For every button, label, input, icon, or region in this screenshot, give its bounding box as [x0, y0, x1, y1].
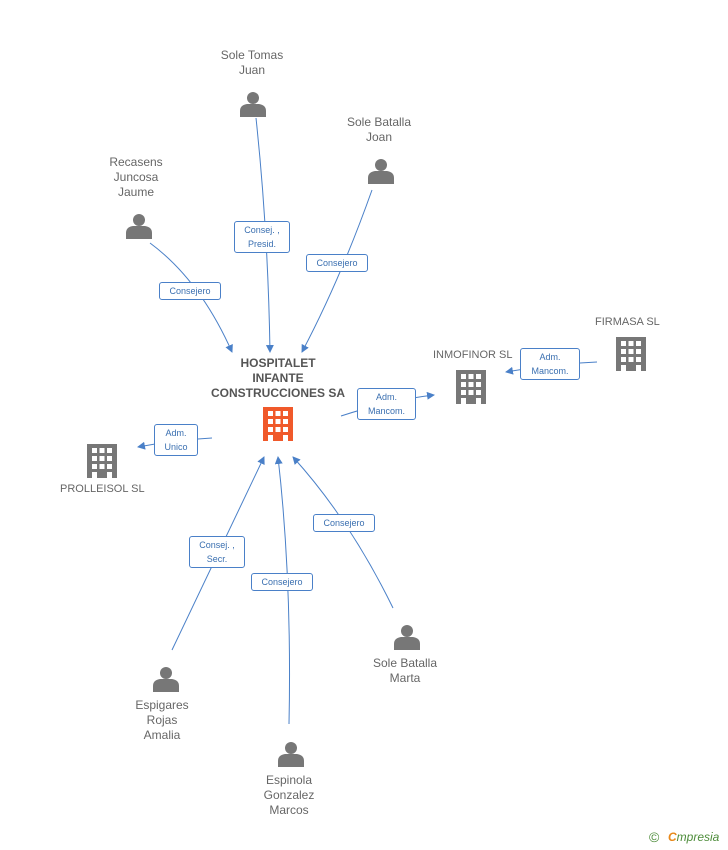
edge-label-line: Consejero: [323, 518, 365, 528]
edge-label-line: Consejero: [169, 286, 211, 296]
edge-label-adm-mancom-firmasa: Adm. Mancom.: [520, 348, 580, 380]
company-name-firmasa[interactable]: FIRMASA SL: [595, 316, 660, 328]
center-name-line: CONSTRUCCIONES SA: [210, 386, 345, 400]
building-icon-inmofinor[interactable]: [456, 370, 486, 404]
person-name-line: Amalia: [143, 728, 181, 742]
edge-label-line: Adm.: [375, 392, 397, 402]
edge-label-adm-mancom-inmofinor: Adm. Mancom.: [357, 388, 416, 420]
person-name-sole-batalla-joan[interactable]: Sole Batalla Joan: [309, 115, 449, 145]
building-icon-prolleisol[interactable]: [87, 444, 117, 478]
person-name-recasens-juncosa-jaume[interactable]: Recasens Juncosa Jaume: [66, 155, 206, 200]
person-name-sole-batalla-marta[interactable]: Sole Batalla Marta: [335, 656, 475, 686]
person-name-line: Rojas: [146, 713, 178, 727]
edge-label-line: Consej. ,: [244, 225, 280, 235]
edge-label-consej-presid: Consej. , Presid.: [234, 221, 290, 253]
edge-label-consejero-marcos: Consejero: [251, 573, 313, 591]
center-name-line: HOSPITALET: [240, 356, 316, 370]
building-icon-center[interactable]: [263, 407, 293, 441]
company-name-inmofinor[interactable]: INMOFINOR SL: [433, 349, 513, 361]
person-name-line: Espigares: [135, 698, 189, 712]
person-icon-sole-batalla-marta[interactable]: [394, 625, 420, 650]
person-name-line: Marcos: [269, 803, 309, 817]
person-name-line: Gonzalez: [263, 788, 315, 802]
brand-rest: mpresia: [676, 830, 720, 844]
edge-label-adm-unico: Adm. Unico: [154, 424, 198, 456]
person-icon-espigares-rojas-amalia[interactable]: [153, 667, 179, 692]
person-name-espigares-rojas-amalia[interactable]: Espigares Rojas Amalia: [92, 698, 232, 743]
edge-label-line: Presid.: [247, 239, 276, 249]
center-name-line: INFANTE: [252, 371, 304, 385]
edge-label-consejero-marta: Consejero: [313, 514, 375, 532]
edge-label-line: Consejero: [261, 577, 303, 587]
person-name-sole-tomas-juan[interactable]: Sole Tomas Juan: [182, 48, 322, 78]
building-icon-firmasa[interactable]: [616, 337, 646, 371]
brand-initial: C: [668, 830, 677, 844]
edge-label-line: Consejero: [316, 258, 358, 268]
person-name-line: Juncosa: [113, 170, 159, 184]
person-name-line: Recasens: [109, 155, 163, 169]
person-icon-espinola-gonzalez-marcos[interactable]: [278, 742, 304, 767]
person-name-line: Jaume: [117, 185, 155, 199]
person-name-line: Sole Tomas: [220, 48, 284, 62]
edge-label-line: Adm.: [165, 428, 187, 438]
edge-label-line: Adm.: [539, 352, 561, 362]
edge-label-consejero-jaume: Consejero: [159, 282, 221, 300]
edge-label-line: Secr.: [206, 554, 228, 564]
person-name-espinola-gonzalez-marcos[interactable]: Espinola Gonzalez Marcos: [219, 773, 359, 818]
person-name-line: Juan: [238, 63, 266, 77]
person-name-line: Marta: [389, 671, 421, 685]
edge-sole-batalla-joan: [301, 189, 373, 353]
edge-label-line: Consej. ,: [199, 540, 235, 550]
edge-label-line: Mancom.: [367, 406, 405, 416]
edge-label-consejero-joan: Consejero: [306, 254, 368, 272]
brand-logo[interactable]: Cmpresia: [668, 830, 719, 844]
edge-label-line: Unico: [164, 442, 188, 452]
company-name-prolleisol[interactable]: PROLLEISOL SL: [60, 483, 145, 495]
edge-label-consej-secr: Consej. , Secr.: [189, 536, 245, 568]
person-name-line: Espinola: [265, 773, 313, 787]
person-icon-sole-tomas-juan[interactable]: [240, 92, 266, 117]
copyright-icon: ©: [649, 829, 660, 845]
center-company-name[interactable]: HOSPITALET INFANTE CONSTRUCCIONES SA: [198, 356, 358, 401]
person-name-line: Sole Batalla: [346, 115, 412, 129]
person-icon-sole-batalla-joan[interactable]: [368, 159, 394, 184]
edge-label-line: Mancom.: [531, 366, 569, 376]
person-name-line: Sole Batalla: [372, 656, 438, 670]
person-icon-recasens-juncosa-jaume[interactable]: [126, 214, 152, 239]
person-name-line: Joan: [365, 130, 393, 144]
